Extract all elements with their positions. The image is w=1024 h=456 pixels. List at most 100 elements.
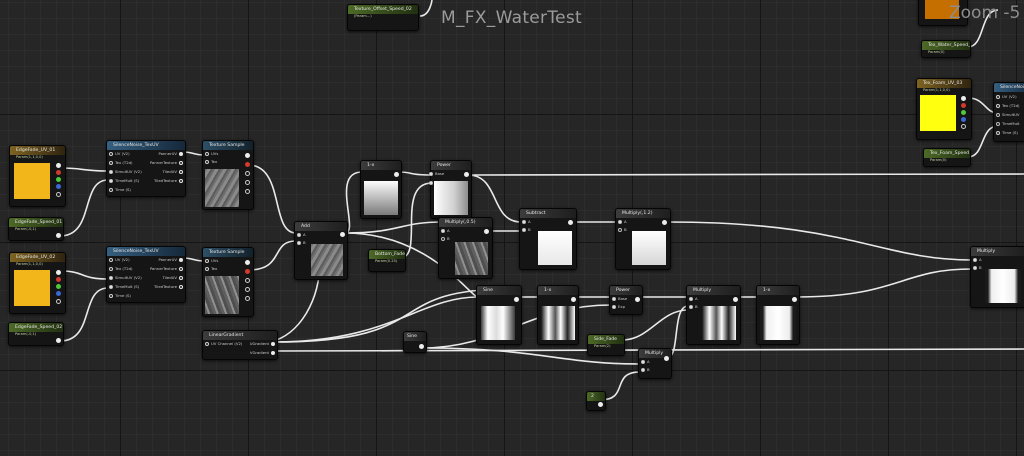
- output-pin-a[interactable]: [56, 192, 61, 197]
- output-pin[interactable]: TiledTexture: [154, 284, 183, 290]
- silence-noise-texuv-node-2[interactable]: SilenceNoise_TexUV UV (V2) Tex (T2d) Sim…: [106, 246, 186, 303]
- output-pin-rgb[interactable]: [245, 260, 250, 265]
- output-pin[interactable]: [56, 233, 61, 238]
- input-pin[interactable]: UV Channel (V2): [205, 341, 242, 347]
- output-pin-b[interactable]: [961, 117, 966, 122]
- output-pin[interactable]: [56, 338, 61, 343]
- bottom-fade-node[interactable]: Bottom_Fade Param(0.25): [368, 249, 406, 272]
- output-pin[interactable]: [484, 229, 489, 234]
- output-pin[interactable]: [662, 220, 667, 225]
- input-pin[interactable]: SimultUV (V2): [109, 169, 142, 175]
- output-pin[interactable]: TiledUV: [163, 169, 183, 175]
- output-pin-g[interactable]: [961, 110, 966, 115]
- multiply-1-2-node[interactable]: Multiply(,1.2) A B: [615, 208, 671, 270]
- power-node-2[interactable]: Power Base Exp: [609, 285, 643, 315]
- silence-noise-texuv-node-1[interactable]: SilenceNoise_TexUV UV (V2) Tex (T2d) Sim…: [106, 140, 186, 197]
- output-pin-rgb[interactable]: [245, 153, 250, 158]
- input-pin[interactable]: Tex: [205, 266, 217, 272]
- output-pin-g[interactable]: [245, 171, 250, 176]
- input-pin[interactable]: SimultUV: [996, 112, 1020, 118]
- output-pin[interactable]: [792, 297, 797, 302]
- input-pin[interactable]: Base: [429, 171, 444, 177]
- output-pin[interactable]: PannerUV: [158, 151, 183, 157]
- input-pin[interactable]: B: [522, 227, 531, 233]
- input-pin[interactable]: Exp: [612, 304, 625, 310]
- input-pin[interactable]: A: [689, 296, 698, 302]
- edgefade-speed-02-node[interactable]: EdgeFade_Speed_02 Param(-0,1): [8, 322, 64, 346]
- one-minus-node-3[interactable]: 1-x: [756, 285, 800, 345]
- output-pin-b[interactable]: [245, 180, 250, 185]
- output-pin[interactable]: [733, 297, 738, 302]
- output-pin-r[interactable]: [56, 170, 61, 175]
- output-pin[interactable]: [464, 172, 469, 177]
- input-pin[interactable]: A: [618, 219, 627, 225]
- output-pin-rgb[interactable]: [56, 270, 61, 275]
- orange-param-node[interactable]: [918, 0, 968, 26]
- silence-noise-node-right[interactable]: SilenceNoise UV (V2) Tex (T2d) SimultUV …: [993, 82, 1024, 142]
- output-pin-a[interactable]: [56, 299, 61, 304]
- input-pin[interactable]: Tex (T2d): [109, 160, 133, 166]
- texture-offset-speed-node[interactable]: Texture_Offset_Speed_02 (Param...): [347, 4, 419, 31]
- output-pin[interactable]: [419, 344, 424, 349]
- add-node[interactable]: Add A B: [294, 221, 348, 280]
- texture-sample-node-2[interactable]: Texture Sample UVs Tex: [202, 247, 254, 317]
- input-pin[interactable]: TimeMult (S): [109, 178, 139, 184]
- edgefade-uv-02-node[interactable]: EdgeFade_UV_02 Param(1,1,0,0): [9, 252, 66, 314]
- input-pin[interactable]: B: [297, 240, 306, 246]
- output-pin-r[interactable]: [245, 269, 250, 274]
- input-pin[interactable]: UV (V2): [109, 151, 130, 157]
- output-pin[interactable]: [598, 402, 603, 407]
- power-node-1[interactable]: Power Base Exp: [429, 160, 472, 219]
- output-pin[interactable]: PannerTexture: [150, 266, 183, 272]
- input-pin[interactable]: UV (V2): [996, 94, 1017, 100]
- output-pin-g[interactable]: [56, 177, 61, 182]
- output-pin[interactable]: [568, 220, 573, 225]
- tex-foam-speed-node[interactable]: Tex_Foam_Speed Param(0): [923, 148, 971, 167]
- tex-water-speed-node[interactable]: Tex_Water_Speed_02 Param(0): [921, 40, 971, 58]
- input-pin[interactable]: UVs: [205, 258, 218, 264]
- output-pin[interactable]: [514, 297, 519, 302]
- input-pin[interactable]: B: [641, 367, 650, 373]
- input-pin[interactable]: B: [689, 304, 698, 310]
- linear-gradient-node[interactable]: LinearGradient UV Channel (V2) UGradient…: [202, 330, 278, 360]
- sine-node-1[interactable]: Sine: [476, 285, 522, 345]
- input-pin[interactable]: TimeMult (S): [109, 284, 139, 290]
- output-pin-a[interactable]: [245, 189, 250, 194]
- tex-foam-uv-node[interactable]: Tex_Foam_UV_03 Param(1,1,0,0): [916, 78, 972, 140]
- texture-sample-node-1[interactable]: Texture Sample UVs Tex: [202, 140, 254, 210]
- output-pin[interactable]: [635, 297, 640, 302]
- input-pin[interactable]: Time (S): [996, 130, 1018, 136]
- one-minus-node-2[interactable]: 1-x: [537, 285, 579, 345]
- sine-node-2[interactable]: Sine: [403, 331, 427, 353]
- input-pin[interactable]: B: [441, 236, 450, 242]
- output-pin[interactable]: PannerUV: [158, 257, 183, 263]
- edgefade-uv-01-node[interactable]: EdgeFade_UV_01 Param(1,1,0,0): [9, 145, 66, 207]
- output-pin-r[interactable]: [56, 277, 61, 282]
- subtract-node[interactable]: Subtract A B: [519, 208, 577, 270]
- constant-2-node[interactable]: 2: [586, 391, 606, 411]
- output-pin-b[interactable]: [56, 291, 61, 296]
- side-fade-node[interactable]: Side_Fade Param(2): [587, 334, 625, 356]
- input-pin[interactable]: A: [522, 219, 531, 225]
- output-pin-g[interactable]: [245, 278, 250, 283]
- output-pin-a[interactable]: [245, 296, 250, 301]
- output-pin[interactable]: UGradient: [250, 341, 275, 347]
- output-pin[interactable]: [664, 356, 669, 361]
- output-pin-r[interactable]: [961, 103, 966, 108]
- output-pin[interactable]: [394, 172, 399, 177]
- output-pin[interactable]: [340, 232, 345, 237]
- output-pin[interactable]: TiledTexture: [154, 178, 183, 184]
- input-pin[interactable]: SimultUV (V2): [109, 275, 142, 281]
- input-pin[interactable]: A: [641, 359, 650, 365]
- input-pin[interactable]: B: [973, 265, 982, 271]
- input-pin[interactable]: Base: [612, 296, 627, 302]
- output-pin-a[interactable]: [961, 124, 966, 129]
- multiply-half-node[interactable]: Multiply(,0.5) A B: [438, 217, 493, 279]
- output-pin-r[interactable]: [245, 162, 250, 167]
- output-pin-rgb[interactable]: [56, 163, 61, 168]
- input-pin[interactable]: Tex: [205, 159, 217, 165]
- input-pin[interactable]: B: [618, 227, 627, 233]
- output-pin[interactable]: TiledUV: [163, 275, 183, 281]
- output-pin-g[interactable]: [56, 284, 61, 289]
